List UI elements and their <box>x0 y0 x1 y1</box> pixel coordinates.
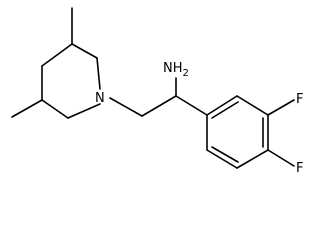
molecule-drawing: N NH2 F F <box>11 7 303 176</box>
bond-ring-c2-n <box>96 57 101 90</box>
bond-aryl-c1-c2 <box>206 95 238 116</box>
fluorine-para-label: F <box>296 161 303 176</box>
bond-aryl-c5-c6-inner <box>211 146 239 163</box>
bond-ring-c6-c5 <box>41 99 69 119</box>
bond-aryl-c5-c6 <box>206 149 238 169</box>
bond-methyl-bottom <box>11 99 43 118</box>
bond-aryl-c2-c2-inner <box>211 101 239 119</box>
bond-ring-c4-c3 <box>41 43 73 67</box>
bond-aryl-f-para <box>267 149 295 167</box>
bond-ch2-ch <box>141 95 177 117</box>
bond-aryl-f-meta <box>267 99 295 116</box>
bond-ring-c3-c2 <box>71 43 98 59</box>
bond-aryl-c2-c3 <box>236 95 269 116</box>
fluorine-meta-label: F <box>296 92 303 107</box>
amine-subscript: 2 <box>183 68 189 79</box>
bond-ch-aryl <box>175 95 208 116</box>
amine-label: NH2 <box>163 61 189 79</box>
ring-nitrogen-label: N <box>95 91 105 106</box>
structure-diagram: N NH2 F F <box>11 7 303 176</box>
bond-ring-n-c6 <box>67 103 101 119</box>
bond-n-ch2 <box>109 97 143 117</box>
bond-aryl-c4-c5 <box>236 149 269 169</box>
